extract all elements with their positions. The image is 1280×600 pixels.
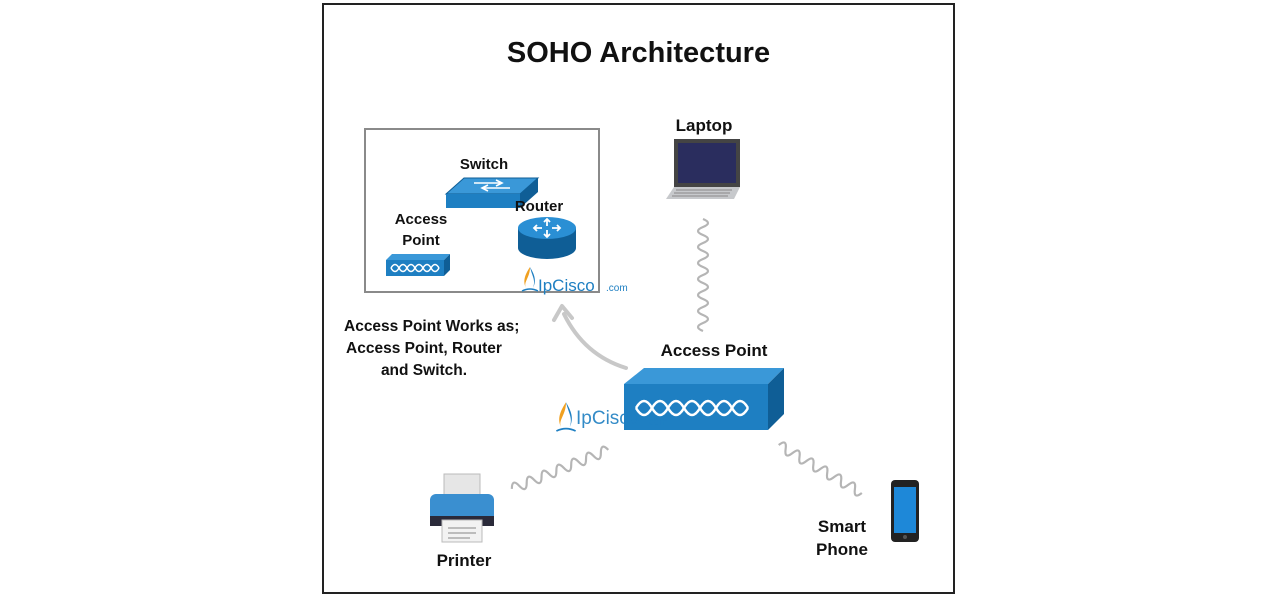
- printer-icon: [430, 473, 494, 543]
- ipcisco-logo-icon: [521, 267, 539, 292]
- diagram-title: SOHO Architecture: [506, 37, 771, 69]
- smartphone-label-1: Smart: [817, 517, 867, 536]
- router-label: Router: [514, 198, 564, 215]
- laptop-label: Laptop: [675, 116, 733, 135]
- note-line-1: Access Point Works as;: [344, 318, 520, 335]
- curved-arrow-icon: [552, 304, 628, 370]
- diagram-frame: SOHO Architecture Switch Router Access P…: [322, 3, 955, 594]
- access-point-small-icon: [386, 254, 450, 276]
- smartphone-icon: [891, 480, 919, 542]
- watermark-logo-suffix: .com: [646, 417, 668, 428]
- wireless-signal-laptop: [696, 217, 710, 333]
- access-point-label-inset-1: Access: [394, 211, 448, 228]
- laptop-icon: [666, 139, 740, 199]
- smartphone-label-2: Phone: [816, 540, 868, 559]
- switch-label: Switch: [459, 156, 509, 173]
- printer-label: Printer: [436, 551, 492, 570]
- router-icon: [518, 217, 576, 259]
- access-point-label-inset-2: Point: [402, 232, 440, 249]
- wireless-signal-phone: [778, 441, 863, 497]
- ipcisco-logo-text: IpCisco: [538, 276, 595, 295]
- note-line-3: and Switch.: [380, 362, 468, 379]
- wireless-signal-printer: [510, 445, 610, 491]
- inset-box: Switch Router Access Point IpCisco: [364, 128, 628, 295]
- ipcisco-logo-suffix: .com: [606, 283, 628, 294]
- watermark-logo-icon: [555, 402, 577, 432]
- watermark-logo-text: IpCisco: [576, 408, 640, 429]
- access-point-icon: [624, 368, 784, 430]
- switch-icon: [444, 177, 540, 208]
- access-point-label: Access Point: [660, 341, 768, 360]
- note-text: Access Point Works as; Access Point, Rou…: [344, 316, 520, 382]
- note-line-2: Access Point, Router: [346, 340, 502, 357]
